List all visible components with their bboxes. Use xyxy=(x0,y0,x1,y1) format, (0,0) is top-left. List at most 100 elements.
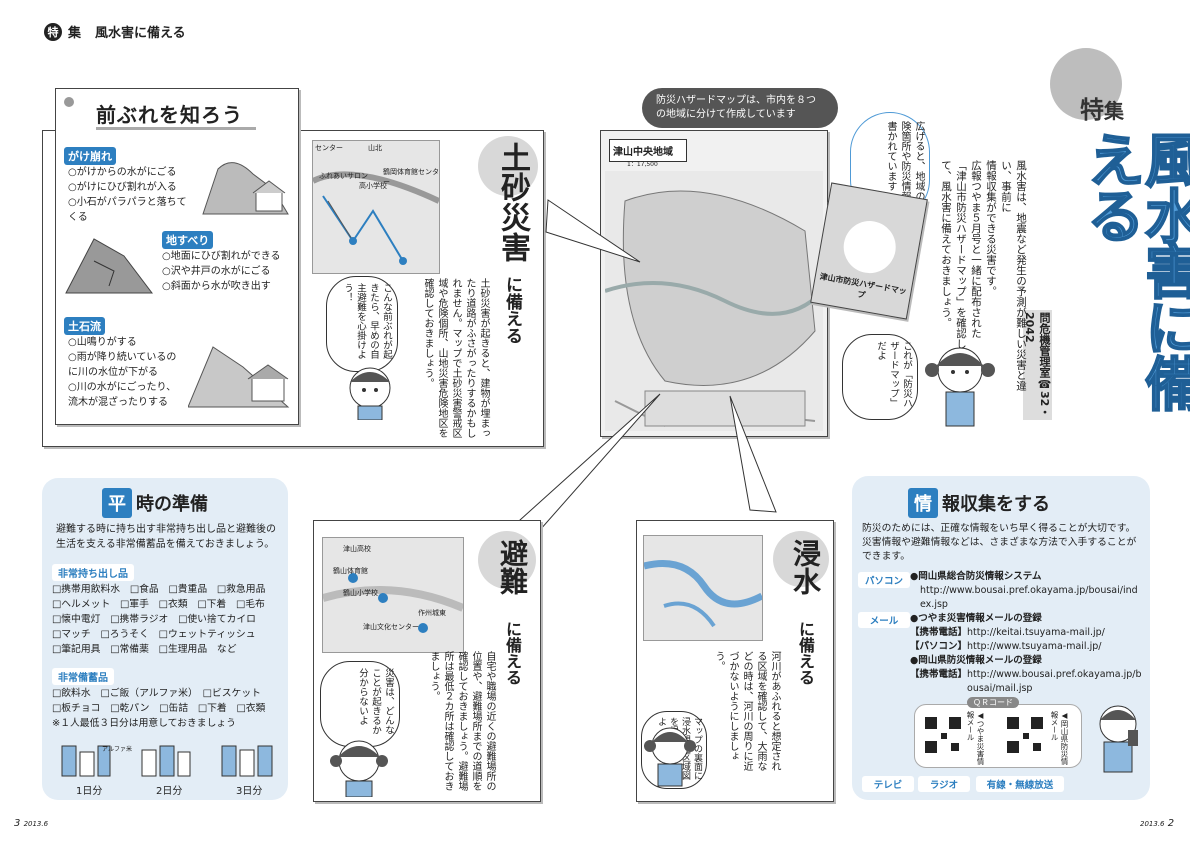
map-label: 鶴山体育館 xyxy=(333,567,368,575)
ken-url[interactable]: http://www.bousai.pref.okayama.jp/bousai… xyxy=(967,669,1142,694)
heiji-panel: 平 時の準備 避難する時に持ち出す非常持ち出し品と避難後の生活を支える非常備蓄品… xyxy=(42,478,288,800)
issue-date: 2013.6 xyxy=(1140,820,1165,828)
day-label: 1日分 xyxy=(76,786,103,797)
shinsui-body: 河川があふれると想定される区域を確認して、大雨などの時は、河川の周りに近づかない… xyxy=(713,651,780,771)
map-scale: 1：17,500 xyxy=(627,161,658,168)
day-label: 3日分 xyxy=(236,786,263,797)
map-title: 津山中央地域 xyxy=(609,139,687,162)
tokushu-title-block: 特集 風水害に備える xyxy=(1040,40,1190,460)
shinsui-map xyxy=(643,535,763,641)
joho-title-row: 情 報収集をする xyxy=(908,488,1050,518)
girl-pointing-icon xyxy=(925,347,995,427)
qr-code-icon xyxy=(923,715,963,755)
heiji-title-row: 平 時の準備 xyxy=(102,488,208,518)
joho-panel: 情 報収集をする 防災のためには、正確な情報をいち早く得ることが大切です。災害情… xyxy=(852,476,1150,800)
tokushu-main-title: 風水害に備える xyxy=(1076,129,1190,411)
header-title: 風水害に備える xyxy=(95,26,186,41)
qr1-caption: ◀つやま災害情報メール xyxy=(966,711,985,765)
boy-thinking-icon xyxy=(349,367,391,420)
girl-pointing-icon xyxy=(645,697,655,707)
pc-url[interactable]: http://www.bousai.pref.okayama.jp/bousai… xyxy=(920,585,1138,610)
tokushu-circle xyxy=(1050,48,1122,120)
mail-label: メール xyxy=(858,612,910,628)
joho-intro: 防災のためには、正確な情報をいち早く得ることが大切です。災害情報や避難情報などは… xyxy=(862,523,1137,562)
girl-icon xyxy=(644,727,696,787)
maeburi-title: 前ぶれを知ろう xyxy=(96,103,243,127)
dosha-subheading: に備える xyxy=(502,276,522,344)
heiji-intro: 避難する時に持ち出す非常持ち出し品と避難後の生活を支える非常備蓄品を備えておきま… xyxy=(56,524,276,550)
hinan-map-lines xyxy=(323,573,463,633)
pc-title: ●岡山県総合防災情報システム xyxy=(910,571,1042,582)
page-number: 2 xyxy=(1167,818,1175,829)
bichiku-label: 非常備蓄品 xyxy=(52,668,114,685)
section-items: ○山鳴りがする○雨が降り続いているのに川の水位が下がる○川の水がにごったり、流木… xyxy=(68,337,177,408)
hinan-panel: 津山高校 鶴山体育館 鶴山小学校 津山文化センター 作州城東 避難 に備える 自… xyxy=(313,520,541,802)
dosha-body: 土砂災害が起きると、建物が埋まったり道路がふさがったりするかもしれません。マップ… xyxy=(422,278,489,438)
mail-keitai-url[interactable]: http://keitai.tsuyama-mail.jp/ xyxy=(967,627,1105,638)
footer-right: 2013.6 2 xyxy=(1140,818,1174,829)
intro-contact: 問危機管理室☎32・2042 xyxy=(1023,310,1052,420)
qr2-caption: ◀岡山県防災情報メール xyxy=(1050,711,1069,765)
joho-title: 報収集をする xyxy=(942,494,1050,515)
mochidashi-label: 非常持ち出し品 xyxy=(52,564,134,581)
shinsui-heading: 浸水 xyxy=(789,539,822,595)
landslide-illustration-icon xyxy=(65,238,154,294)
page-header: 特 集 風水害に備える xyxy=(44,22,186,41)
shinsui-circle xyxy=(773,531,829,587)
section-label: 地すべり xyxy=(162,231,214,249)
dosha-heading: 土砂災害 xyxy=(495,142,530,262)
qr-box: ＱＲコード ◀つやま災害情報メール ◀岡山県防災情報メール xyxy=(914,697,1082,768)
hinan-subheading: に備える xyxy=(503,621,522,685)
shinsui-river xyxy=(644,560,762,628)
girl-icon xyxy=(330,740,388,797)
qr-label: ＱＲコード xyxy=(967,697,1019,708)
map-label: センター xyxy=(315,144,343,152)
mail-title: ●つやま災害情報メールの登録 xyxy=(910,613,1042,624)
media-wire: 有線・無線放送 xyxy=(976,776,1064,792)
dosha-map: センター 山北 ふれあいサロン 高小学校 鶴岡体育館センター xyxy=(312,140,440,274)
section-label: がけ崩れ xyxy=(64,147,116,165)
media-radio: ラジオ xyxy=(918,776,970,792)
hinan-map: 津山高校 鶴山体育館 鶴山小学校 津山文化センター 作州城東 xyxy=(322,537,464,653)
hinan-circle xyxy=(478,531,536,589)
hazard-map-drawing xyxy=(605,171,823,431)
map-label: 山北 xyxy=(368,144,382,152)
heiji-title: 時の準備 xyxy=(136,494,208,515)
cliff-illustration-icon xyxy=(202,162,289,215)
day-label: 2日分 xyxy=(156,786,183,797)
issue-date: 2013.6 xyxy=(23,820,49,828)
hinan-body: 自宅や職場の近くの避難場所の位置や、避難場所までの道順を確認しておきましょう。避… xyxy=(428,651,495,791)
map-label: 作州城東 xyxy=(418,609,446,617)
dosha-map-lines xyxy=(313,171,439,265)
pc-label: パソコン xyxy=(858,572,910,588)
qr-code-icon xyxy=(1005,715,1045,755)
alpha-label: アルファ米 xyxy=(102,746,132,753)
hinan-heading: 避難 xyxy=(496,539,529,595)
mail-pc-url[interactable]: http://www.tsuyama-mail.jp/ xyxy=(967,641,1102,652)
hazard-bubble: これが「防災ハザードマップ」だよ xyxy=(842,334,918,420)
toku-badge: 特 xyxy=(44,22,62,41)
pin-dot xyxy=(64,97,74,107)
map-label: 鶴山小学校 xyxy=(343,589,378,597)
hazard-callout: 防災ハザードマップは、市内を８つの地域に分けて作成しています xyxy=(642,88,838,128)
intro-block: 問危機管理室☎32・2042 風水害は、地震など発生の予測が難しい災害と違い、事… xyxy=(940,160,1052,420)
page-number: 3 xyxy=(14,818,21,829)
pc-info: ●岡山県総合防災情報システム http://www.bousai.pref.ok… xyxy=(910,570,1142,612)
header-shu: 集 xyxy=(68,26,82,41)
maeburi-card: 前ぶれを知ろう がけ崩れ ○がけからの水がにごる○がけにひび割れが入る○小石がパ… xyxy=(55,88,299,425)
media-tv: テレビ xyxy=(862,776,914,792)
mail-info: ●つやま災害情報メールの登録 【携帯電話】http://keitai.tsuya… xyxy=(910,613,1142,694)
ken-title: ●岡山県防災情報メールの登録 xyxy=(910,655,1042,666)
map-label: ふれあいサロン xyxy=(319,172,368,180)
hazard-map-sheet: 津山中央地域 1：17,500 xyxy=(600,130,828,437)
dosha-bubble: こんな前ぶれが起きたら、早めの自主避難を心掛けよう！ xyxy=(326,276,398,372)
map-label: 津山高校 xyxy=(343,545,371,553)
section-items: ○地面にひび割れができる○沢や井戸の水がにごる○斜面から水が吹き出す xyxy=(162,251,281,292)
section-label: 土石流 xyxy=(64,317,105,335)
map-label: 高小学校 xyxy=(359,182,387,190)
title-underline xyxy=(96,127,256,130)
footer-left: 3 2013.6 xyxy=(14,818,48,829)
section-items: ○がけからの水がにごる○がけにひび割れが入る○小石がパラパラと落ちてくる xyxy=(68,167,187,223)
hinan-bubble: 災害は、どんなことが起きるか分からないよ xyxy=(320,661,400,747)
